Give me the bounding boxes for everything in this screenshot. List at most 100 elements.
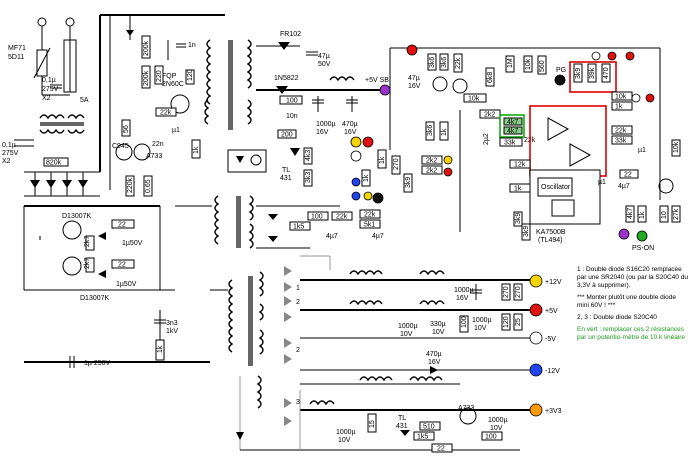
r22k-5-label: 22k [615, 128, 627, 135]
r820k [43, 157, 69, 167]
r27k-label: 27k [673, 208, 680, 220]
r4k3-label: 4k3 [305, 150, 312, 161]
c4u7-3-label: 4µ7 [618, 183, 630, 190]
plus3v3-label: +3V3 [545, 408, 562, 415]
r200-2-label: 200 [281, 132, 293, 139]
note-1: 1 : Double diode S16C20 remplacée par un… [577, 266, 688, 289]
c1000-3-voltage: 10V [400, 331, 413, 338]
error-amp-highlight [529, 105, 607, 177]
probe-ps-on [636, 230, 648, 242]
fr102-label: FR102 [280, 31, 301, 38]
tl431-1-label: TL [282, 167, 290, 174]
c1000-4-voltage: 10V [474, 325, 487, 332]
r270-label: 270 [393, 158, 400, 170]
r4k7-3-label: 4k7 [627, 208, 634, 219]
r820k-label: 820k [46, 160, 62, 167]
probe-minus5v [529, 331, 543, 345]
r33k-1-label: 33k [504, 140, 516, 147]
c-in1-voltage: 275V [42, 86, 59, 93]
note-1b: *** Monter plutôt une double diode mini … [577, 294, 677, 309]
c470-1-voltage: 16V [344, 129, 357, 136]
c4u7-1-label: 4µ7 [326, 233, 338, 240]
c1n-label: 1n [188, 42, 196, 49]
notes-panel: 1 : Double diode S16C20 remplacée par un… [577, 266, 689, 346]
r1k-b-label: 1k [514, 186, 522, 193]
r3k9b-label: 3k9 [515, 213, 522, 224]
d1n5822-label: 1N5822 [274, 75, 299, 82]
r100-2-label: 100 [311, 214, 323, 221]
r2k7-1-label: 2k7 [84, 236, 91, 247]
note-3: En vert : remplacer ces 2 résistances pa… [577, 326, 686, 341]
c1000-3-label: 1000µ [398, 323, 418, 330]
r100-4-label: 100 [485, 434, 497, 441]
r560-label: 560 [539, 60, 546, 72]
r1k-bottom-label: 1k [157, 345, 164, 353]
r10k-2-label: 10k [468, 96, 480, 103]
c2u2-label: 2µ2 [483, 133, 490, 145]
c3n3-label: 3n3 [166, 320, 178, 327]
r3k9c-label: 3k9 [523, 226, 530, 237]
c945-label: C945 [112, 143, 129, 150]
r1k-a-label: 1k [193, 146, 200, 154]
probe-pg [554, 74, 566, 86]
r220k-label: 220k [127, 177, 134, 193]
c-in1-class: X2 [42, 95, 51, 102]
r22k-1-label: 22k [160, 110, 172, 117]
c1000-5-voltage: 10V [338, 437, 351, 444]
r1k5-2-label: 1k5 [417, 434, 428, 441]
highlight-red-box [569, 61, 617, 93]
section-3v3: 3 1000µ 10V 15 TL 431 510 1k5 22 A733 10… [236, 375, 562, 453]
r1k-c-label: 1k [615, 104, 623, 111]
r2k7-2-label: 2k7 [84, 258, 91, 269]
c-in1-value: 0,1µ [42, 77, 56, 84]
r1k-d-label: 1k [363, 174, 370, 182]
r1k5-1-label: 1k5 [293, 224, 304, 231]
cu1-2-label: µ1 [638, 147, 646, 154]
note-2: 2, 3 : Double diode S20C40 [577, 314, 657, 321]
c47u16-label: 47µ [408, 75, 420, 82]
plus5-label: +5V [545, 308, 558, 315]
r1k-f-label: 1k [639, 211, 646, 219]
r1k-e-label: 1k [379, 156, 386, 164]
c1000-1-label: 1000µ [316, 121, 336, 128]
fuse-rating-label: 5A [80, 97, 89, 104]
a733-1-label: A733 [146, 153, 162, 160]
mosfet-fqp2n60c [170, 94, 190, 114]
d13007-top-label: D13007K [62, 213, 92, 220]
c1000-2-voltage: 16V [456, 295, 469, 302]
mains-input-section: MF71 5D11 5A 0,1µ 275V X2 0,1µ 275V X2 8… [2, 14, 225, 197]
r2k2-3-label: 2k2 [484, 112, 495, 119]
transistor-d13007-bottom [62, 256, 82, 276]
r25-label: 25 [515, 318, 522, 326]
r15-label: 15 [369, 420, 376, 428]
r12k-label: 12k [514, 162, 526, 169]
mf71-label: MF71 [8, 45, 26, 52]
r10k-3-label: 10k [615, 94, 627, 101]
transistor-c945 [115, 143, 133, 161]
c4u7-2-label: 4µ7 [372, 233, 384, 240]
tl494-label: (TL494) [538, 237, 563, 244]
r10n-label: 10n [286, 113, 298, 120]
probe-red-top1 [406, 44, 418, 56]
fqp-part-label: 2N60C [162, 81, 184, 88]
plus5sb-label: +5V SB [365, 77, 389, 84]
diode-2-label: 2 [296, 299, 300, 306]
r2k2-1-label: 2k2 [426, 158, 437, 165]
c1u50v-1-label: 1µ50V [122, 240, 143, 247]
r3k9d-label: 3k9 [405, 177, 412, 188]
standby-supply-section: C945 A733 56 220k 0,65 200k 200k 220 1n … [109, 15, 391, 197]
probe-5vsb [379, 84, 391, 96]
r10k-1-label: 10k [525, 58, 532, 70]
fuse-type-label: 5D11 [8, 54, 24, 61]
c-in2-class: X2 [2, 158, 11, 165]
transistor-a733-2 [459, 407, 477, 425]
r22-4-label: 22 [437, 446, 445, 453]
r4k7-1-label: 4k7 [507, 119, 518, 126]
diode-1-label: 1 [296, 285, 300, 292]
r22-1-label: 22 [118, 222, 126, 229]
transistor-a733-1 [133, 143, 151, 161]
r10k-4-label: 10k [673, 141, 680, 153]
r200k-2-label: 200k [143, 70, 150, 86]
controller-section: 3k6 3k6 22k 47µ 16V 6k8 1M 10k 560 PG 10… [389, 44, 681, 252]
